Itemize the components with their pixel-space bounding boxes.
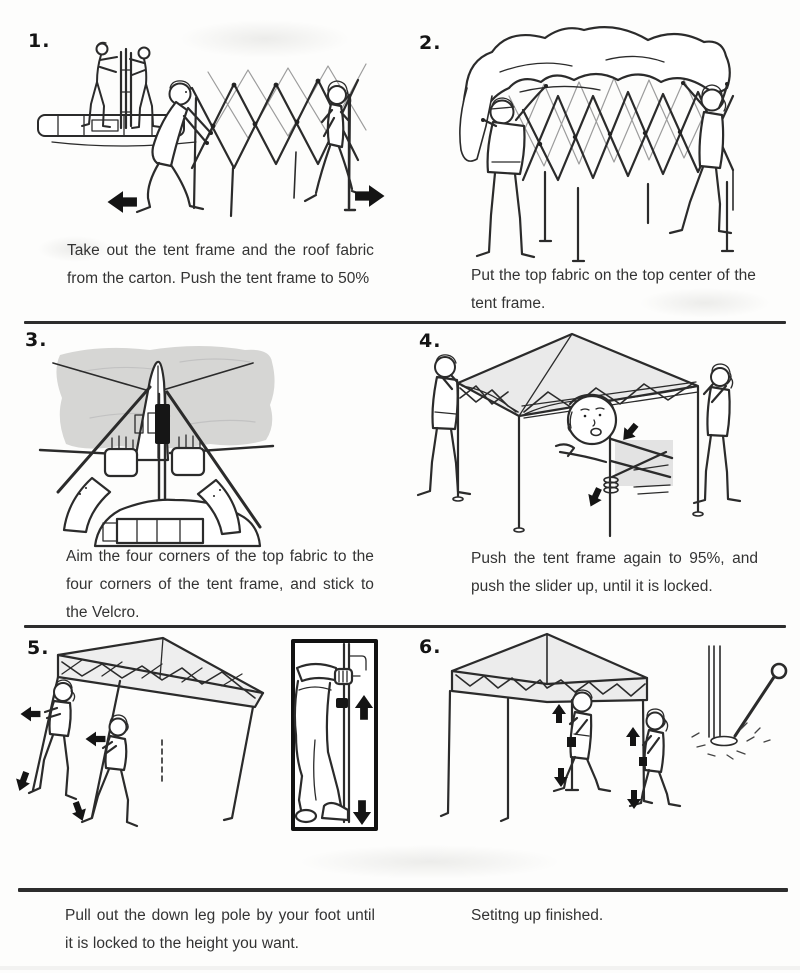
finished-canopy [450,632,649,704]
up-arrow-icon [551,703,567,724]
woman-pulling-frame [303,80,367,212]
woman-holding-fabric [668,81,733,235]
pull-arrow-icon [11,768,35,795]
right-hand [170,434,206,477]
woman-at-right-leg [625,708,682,810]
diagonal-struts [56,385,262,529]
carton [37,114,197,147]
left-hand [103,435,139,478]
down-arrow-icon [553,767,569,788]
canopy-legs [439,689,654,823]
tent-legs [452,382,704,538]
man-pushing-slider [554,393,674,511]
step-4-illustration [416,332,742,538]
man-carrying-fabric [459,84,548,259]
pull-arrow-icon [84,730,107,748]
divider [18,888,788,892]
people-lifting-folded-frame [81,41,161,130]
up-arrow-icon [625,726,641,747]
step-1-illustration [37,41,387,218]
step-2-illustration [459,26,735,263]
pull-right-arrow-icon [353,183,387,209]
step-4-number: 4. [419,330,442,352]
step-5-number: 5. [27,637,50,659]
woman-pulling-left-leg [11,679,91,825]
ground-stake-detail [691,645,788,760]
man-lifting-left-corner [416,354,472,497]
step-3-number: 3. [25,329,48,351]
woman-lifting-right-corner [692,363,742,505]
divider [24,625,786,628]
step-2-number: 2. [419,32,442,54]
man-at-center-leg [551,689,612,793]
step-6-illustration [439,632,788,823]
leg-pole-detail-inset [291,639,378,831]
woman-pulling-center-leg [80,714,139,828]
person-reaching-up [62,434,262,548]
slider-mechanism [603,437,674,495]
step-5-illustration [11,636,378,831]
expanded-frame [508,77,735,263]
push-arrow-icon [582,484,607,511]
step-6-number: 6. [419,636,442,658]
pull-arrow-icon [19,705,42,723]
velcro-strap [155,404,170,444]
step-3-illustration [38,346,275,548]
scan-edge-band [0,966,800,970]
man-pulling-frame [135,80,213,214]
divider [24,321,786,324]
pull-left-arrow-icon [105,189,139,215]
step-1-number: 1. [28,30,51,52]
